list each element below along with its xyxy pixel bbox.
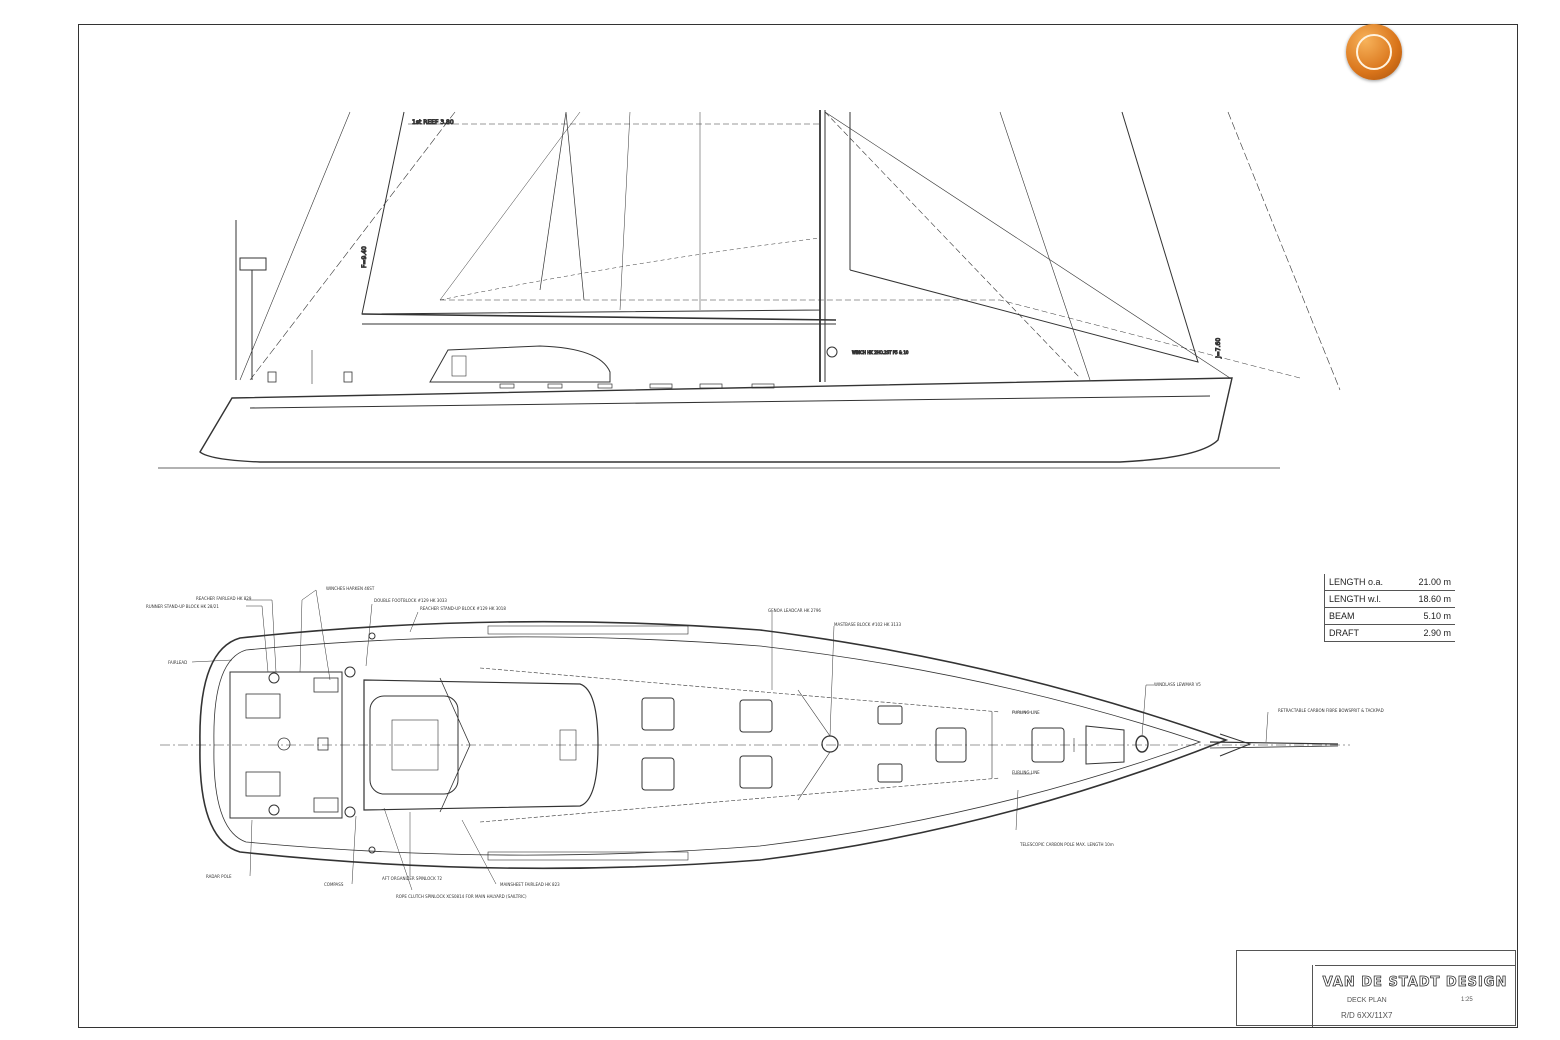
sail-plan (158, 110, 1341, 469)
jib (849, 111, 1199, 363)
callout-radar-pole: RADAR POLE (206, 874, 232, 879)
callout-mainsheet-fairlead: MAINSHEET FAIRLEAD HK 823 (500, 882, 560, 887)
hull-side (199, 377, 1233, 463)
brand-logo (1346, 24, 1402, 80)
drawing-number: R/D 6XX/11X7 (1341, 1011, 1393, 1020)
jib-height-label: J=7.60 (1215, 338, 1222, 359)
revision-row (1315, 951, 1515, 966)
coachroof (363, 679, 599, 811)
bowsprit (1209, 741, 1339, 745)
notes-box (1237, 965, 1313, 1027)
mast-base (821, 735, 839, 753)
winch-note: WINCH HK 2HO.2ST P5 & 10 (852, 350, 909, 355)
callout-runner-block: RUNNER STAND-UP BLOCK HK 28/21 (146, 604, 219, 609)
spec-row-lwl: LENGTH w.l.18.60 m (1325, 591, 1455, 608)
bird-icon (1356, 34, 1392, 70)
callout-genoa-leadcar: GENOA LEADCAR HK 2796 (768, 608, 821, 613)
main-height-label: F=9.40 (361, 246, 368, 268)
spec-row-loa: LENGTH o.a.21.00 m (1325, 574, 1455, 591)
callout-mastbase-block: MASTBASE BLOCK #102 HK 3133 (834, 622, 901, 627)
drawing-title: DECK PLAN (1347, 997, 1387, 1004)
callout-reacher-standup: REACHER STAND-UP BLOCK #129 HK 3018 (420, 606, 506, 611)
callout-furling-line-bottom: FURLING LINE (1012, 770, 1040, 775)
windlass (1135, 735, 1149, 753)
callout-furling-line-top: FURLING LINE (1012, 710, 1040, 715)
callout-rope-clutch: ROPE CLUTCH SPINLOCK XCS0814 FOR MAIN HA… (396, 894, 527, 899)
mainsail (361, 111, 821, 315)
callout-carbon-pole: TELESCOPIC CARBON POLE MAX. LENGTH 10m (1019, 842, 1114, 847)
callout-winches: WINCHES HARKEN 46ST (326, 586, 375, 591)
specifications-table: LENGTH o.a.21.00 m LENGTH w.l.18.60 m BE… (1324, 574, 1455, 642)
boom (361, 313, 837, 321)
designer-name: VAN DE STADT DESIGN (1322, 975, 1508, 991)
callout-reacher-fairlead: REACHER FAIRLEAD HK 829 (196, 596, 252, 601)
callout-bowsprit: RETRACTABLE CARBON FIBRE BOWSPRIT & TACK… (1278, 708, 1384, 713)
callout-windlass: WINDLASS LEWMAR V5 (1154, 682, 1201, 687)
hull-top (199, 620, 1229, 870)
deckhouse (429, 345, 611, 383)
reef-label: 1st REEF 3.80 (412, 119, 454, 126)
title-block: VAN DE STADT DESIGN DECK PLAN 1:25 R/D 6… (1236, 950, 1516, 1027)
drawing-scale: 1:25 (1461, 997, 1473, 1003)
callout-fairlead: FAIRLEAD (168, 660, 187, 665)
drawing-frame (78, 24, 1518, 1028)
deck-plan (160, 620, 1350, 870)
callout-double-footblock: DOUBLE FOOTBLOCK #129 HK 3033 (374, 598, 447, 603)
winch-icon (826, 346, 838, 358)
callout-compass: COMPASS (324, 882, 344, 887)
callout-aft-organizer: AFT ORGANIZER SPINLOCK 72 (382, 876, 443, 881)
